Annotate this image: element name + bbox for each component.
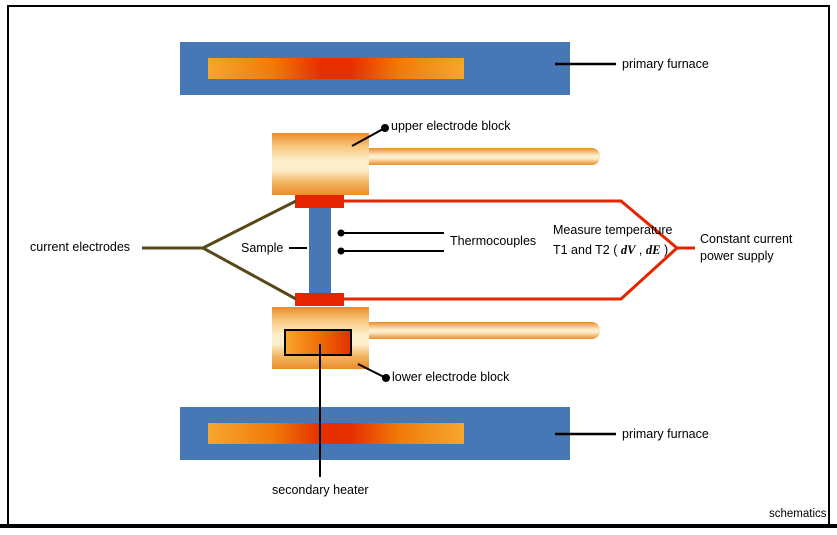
sample-bar <box>309 203 331 296</box>
label-measure-temperature: Measure temperature <box>553 223 673 237</box>
primary-furnace-top <box>180 42 570 95</box>
furnace-heating-element-top <box>208 58 464 79</box>
lower-electrode-block <box>272 307 369 369</box>
label-upper-electrode-block: upper electrode block <box>391 119 511 133</box>
label-t1-t2: T1 and T2 ( dV , dE ) <box>553 240 673 260</box>
electrode-contact-bottom <box>295 293 344 306</box>
furnace-heating-element-bottom <box>208 423 464 444</box>
label-primary-furnace-bottom: primary furnace <box>622 427 709 441</box>
measure-temperature-note: Measure temperature T1 and T2 ( dV , dE … <box>553 220 673 260</box>
secondary-heater-element <box>284 329 352 356</box>
primary-furnace-bottom <box>180 407 570 460</box>
lower-electrode-rod <box>369 322 600 339</box>
dv-de-separator: , <box>635 243 646 257</box>
label-thermocouples: Thermocouples <box>450 234 537 248</box>
upper-electrode-rod <box>369 148 600 165</box>
label-sample: Sample <box>241 241 284 255</box>
label-current-electrodes: current electrodes <box>30 240 131 254</box>
label-lower-electrode-block: lower electrode block <box>392 370 510 384</box>
close-paren: ) <box>660 243 669 257</box>
bottom-rule <box>0 524 837 528</box>
label-primary-furnace-top: primary furnace <box>622 57 709 71</box>
dv-symbol: dV <box>620 243 636 257</box>
de-symbol: dE <box>645 243 661 257</box>
t1-t2-prefix: T1 and T2 ( <box>553 243 621 257</box>
electrode-contact-top <box>295 195 344 208</box>
diagram-border <box>7 5 830 524</box>
label-schematics: schematics <box>769 508 827 520</box>
label-constant-current-power-supply: Constant current power supply <box>700 232 793 263</box>
upper-electrode-block <box>272 133 369 195</box>
label-secondary-heater: secondary heater <box>272 483 369 497</box>
